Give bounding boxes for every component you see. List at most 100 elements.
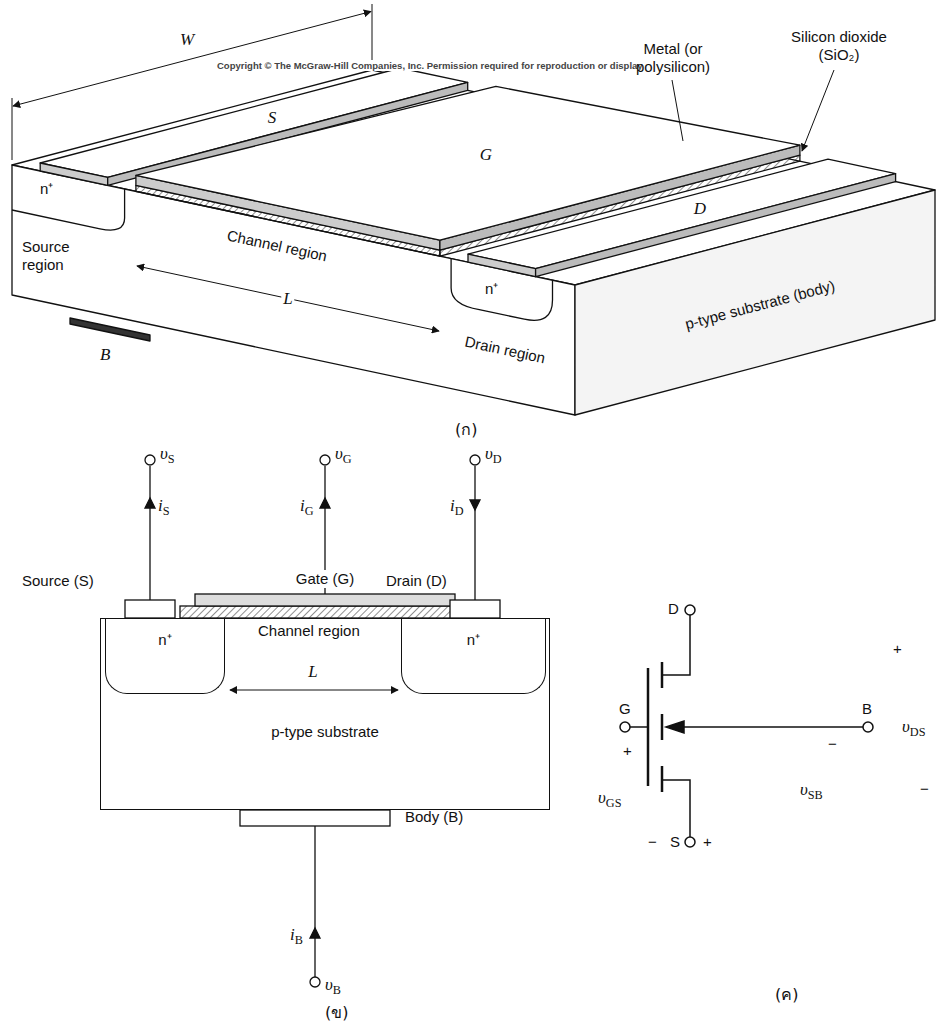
voltage-label: υD xyxy=(485,444,502,466)
label-holder: W xyxy=(180,30,194,50)
gate-lead xyxy=(630,726,648,728)
label-holder: B xyxy=(100,345,110,365)
label-holder: + xyxy=(893,640,902,658)
polarity-sign: − xyxy=(920,780,929,798)
gate-oxide xyxy=(180,606,470,618)
label-holder: Drain (D) xyxy=(386,572,447,590)
terminal xyxy=(685,837,695,847)
subscript: SB xyxy=(808,788,823,802)
label-holder: − xyxy=(648,833,657,851)
label-holder: L xyxy=(308,662,317,682)
dimension-label: W xyxy=(180,30,194,50)
terminal-name: Source (S) xyxy=(22,572,94,590)
label-holder: L xyxy=(281,288,294,308)
subscript: D xyxy=(455,504,464,518)
current-arrow xyxy=(310,928,320,938)
terminal xyxy=(145,455,155,465)
terminal xyxy=(470,455,480,465)
label-holder: Channel region xyxy=(258,622,360,640)
length-arrow xyxy=(230,690,398,691)
drain-contact xyxy=(450,600,500,618)
dimension-lines xyxy=(12,4,834,331)
figure-label: (ก) xyxy=(455,420,477,439)
channel-segment xyxy=(661,714,664,740)
subscript: S xyxy=(163,504,170,518)
dimension-label: L xyxy=(308,662,317,682)
nmos-symbol xyxy=(620,605,873,847)
label-holder: B xyxy=(862,700,872,718)
dimension-label: L xyxy=(281,288,294,308)
label-holder: iG xyxy=(300,496,314,518)
wire xyxy=(314,826,315,977)
subscript: G xyxy=(343,452,352,466)
terminal-label: G xyxy=(480,145,492,165)
label-holder: (ก) xyxy=(455,420,477,439)
voltage-label: υSB xyxy=(800,780,823,802)
terminal-name: Gate (G) xyxy=(294,570,356,588)
label-holder: Silicon dioxide (SiO₂) xyxy=(778,28,900,64)
label-holder: Drain region xyxy=(463,333,547,368)
label-holder: υB xyxy=(325,975,341,997)
body-lead xyxy=(684,726,863,728)
channel-segment xyxy=(661,766,664,792)
label-holder: D xyxy=(694,199,706,219)
label-holder: n⁺ xyxy=(40,180,53,198)
pin-label: S xyxy=(670,833,680,851)
label-holder: − xyxy=(828,735,837,753)
label-holder: υS xyxy=(160,444,175,466)
label-holder: p-type substrate (body) xyxy=(683,277,837,334)
pin-label: G xyxy=(619,700,631,718)
current-label: iB xyxy=(290,925,303,947)
polarity-sign: + xyxy=(703,833,712,851)
label-holder: Gate (G) xyxy=(294,570,356,588)
label-holder: iD xyxy=(450,496,464,518)
terminal xyxy=(320,455,330,465)
copyright-note: Copyright © The McGraw-Hill Companies, I… xyxy=(215,60,645,71)
length-arrow xyxy=(137,266,439,331)
label-holder: − xyxy=(920,780,929,798)
terminal-label: S xyxy=(268,108,277,128)
label-holder: iB xyxy=(290,925,303,947)
polarity-sign: + xyxy=(893,640,902,658)
source-diffusion xyxy=(12,189,125,230)
part-label: Silicon dioxide (SiO₂) xyxy=(778,28,900,64)
terminal xyxy=(685,605,695,615)
region-label: Channel region xyxy=(225,227,328,266)
voltage-label: υDS xyxy=(902,717,925,739)
current-arrow xyxy=(320,498,330,508)
body-contact xyxy=(70,318,150,341)
current-label: iD xyxy=(450,496,464,518)
substrate-region: p-type substraten⁺n⁺ xyxy=(100,618,550,810)
n-plus-region: n⁺ xyxy=(105,619,225,694)
figure-label: (ค) xyxy=(775,985,798,1004)
label-holder: (ค) xyxy=(775,985,798,1004)
polarity-sign: + xyxy=(623,742,632,760)
terminal-label: D xyxy=(694,199,706,219)
extension-line xyxy=(372,4,373,64)
label-holder: Body (B) xyxy=(405,808,463,826)
block-3d xyxy=(12,68,935,415)
label-holder: G xyxy=(480,145,492,165)
region-label: n⁺ xyxy=(467,631,480,649)
drain-lead xyxy=(662,615,690,675)
current-arrow xyxy=(145,498,155,508)
leader-arrow xyxy=(802,70,834,151)
current-label: iS xyxy=(158,496,170,518)
part-label: Metal (or polysilicon) xyxy=(614,40,732,76)
label-holder: Channel region xyxy=(225,227,328,266)
polarity-sign: − xyxy=(828,735,837,753)
label-holder: n⁺ xyxy=(485,280,498,298)
terminal xyxy=(620,722,630,732)
label-holder: Copyright © The McGraw-Hill Companies, I… xyxy=(215,60,645,71)
subscript: B xyxy=(333,983,341,997)
voltage-label: υB xyxy=(325,975,341,997)
label-holder: Source region xyxy=(22,238,102,274)
gate-metal xyxy=(195,594,455,606)
subscript: DS xyxy=(910,725,926,739)
label-holder: S xyxy=(268,108,277,128)
drain-contact xyxy=(468,159,896,268)
label-holder: υSB xyxy=(800,780,823,802)
subscript: B xyxy=(295,933,303,947)
